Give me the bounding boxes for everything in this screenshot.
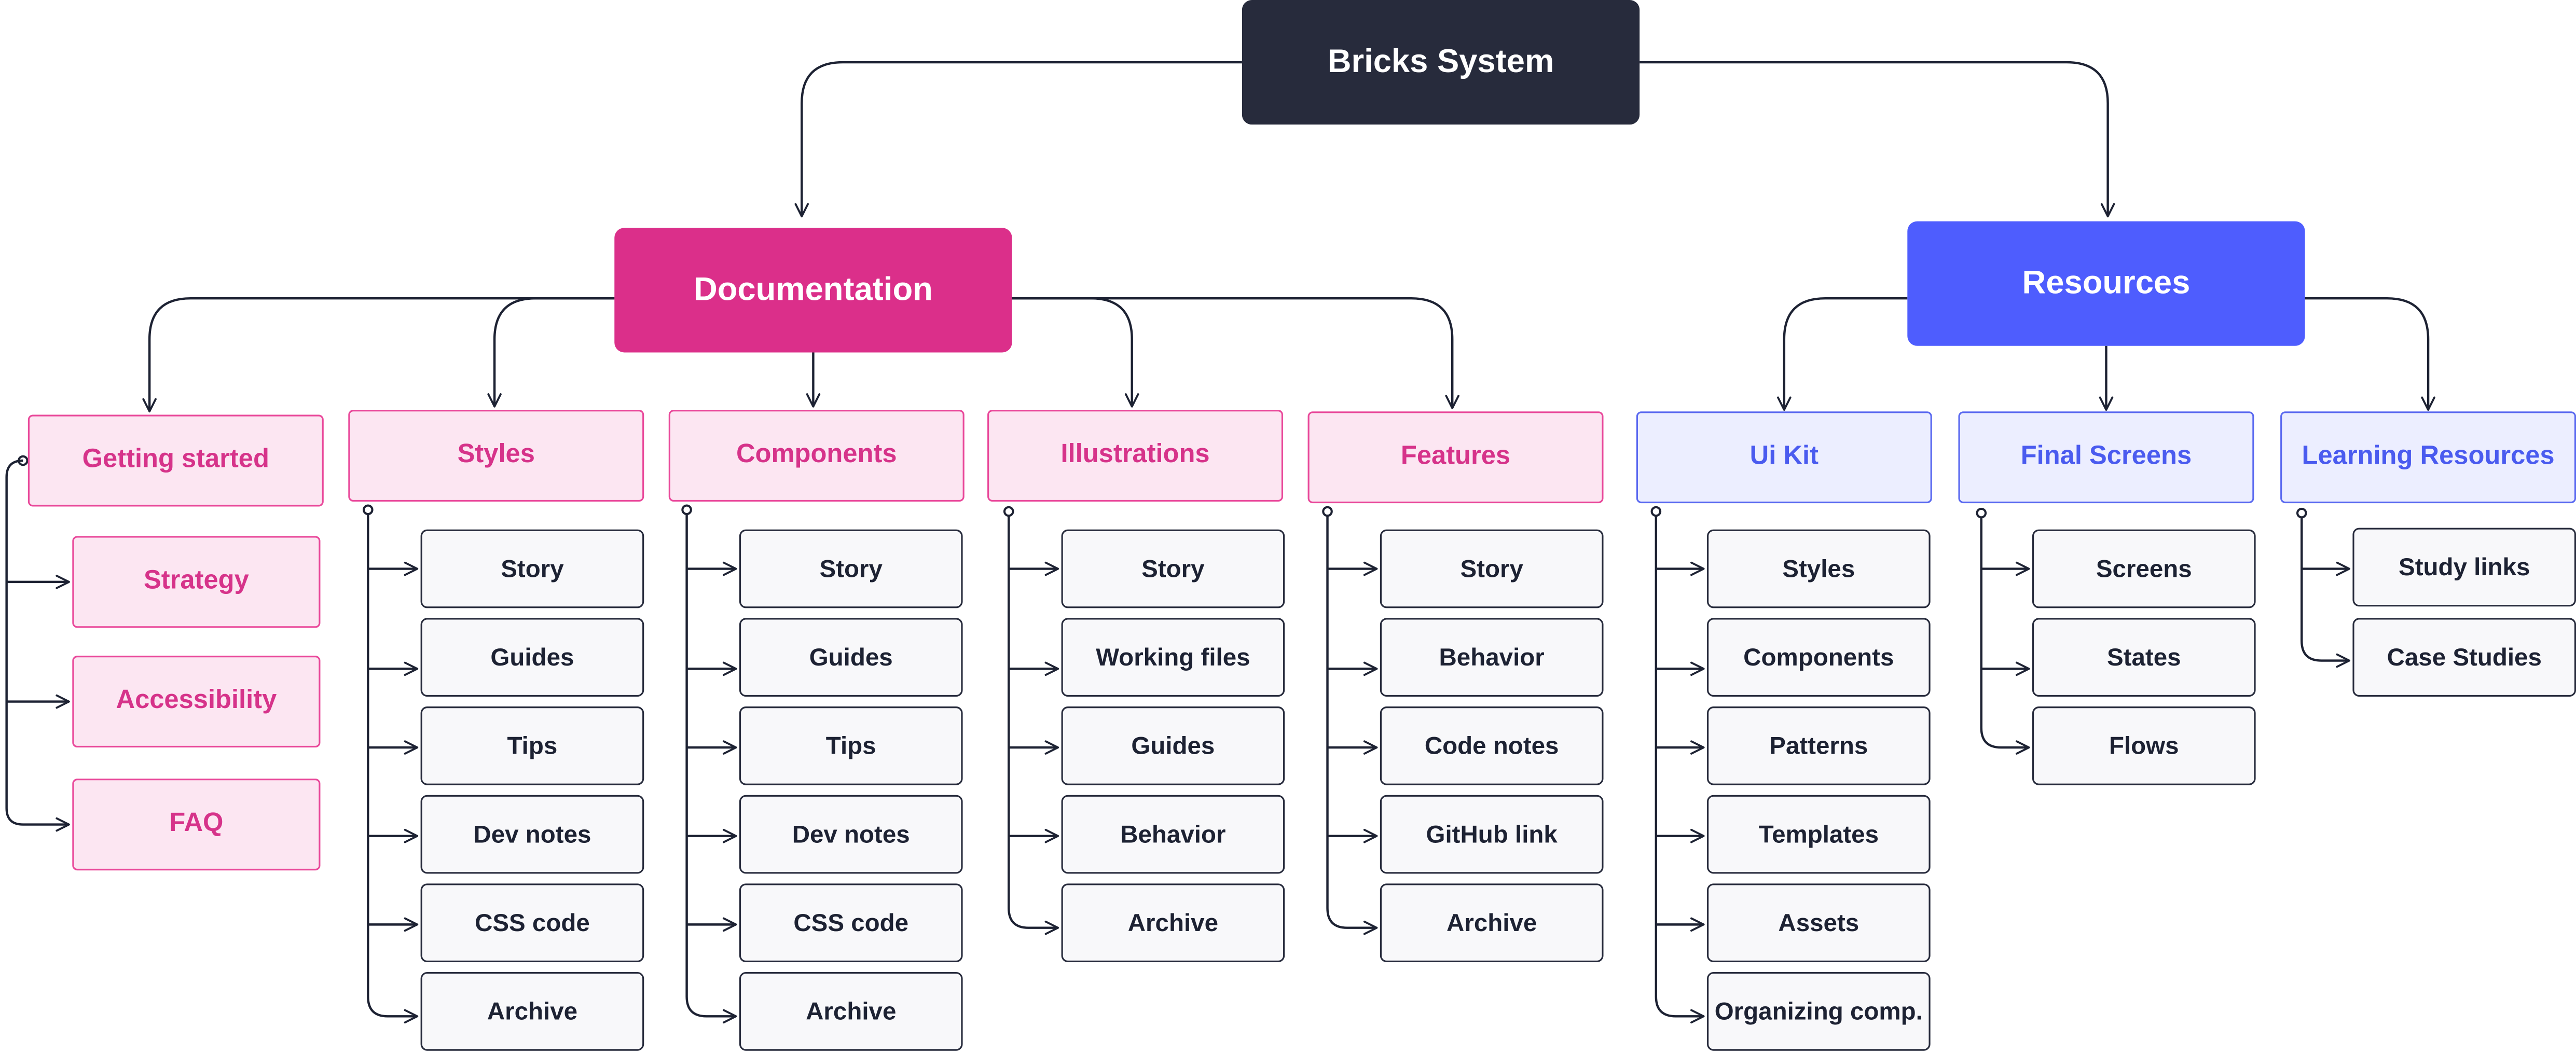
illustrations-archive-node[interactable]: Archive xyxy=(1061,883,1285,963)
documentation-node[interactable]: Documentation xyxy=(614,228,1012,353)
components-guides-node[interactable]: Guides xyxy=(739,618,963,697)
connector-doc-illustrations xyxy=(1012,297,1139,408)
components-tips-node[interactable]: Tips xyxy=(739,706,963,785)
connector-res-learning xyxy=(2305,297,2435,411)
connector-features-dot xyxy=(1322,506,1333,517)
connector-styles-dot xyxy=(363,504,374,516)
faq-node[interactable]: FAQ xyxy=(72,779,321,871)
connector-final-screens-dot xyxy=(1976,507,1987,519)
ui-kit-assets-node[interactable]: Assets xyxy=(1706,883,1931,963)
styles-archive-node[interactable]: Archive xyxy=(420,972,644,1051)
connector-doc-getting-started xyxy=(142,297,615,413)
learning-case-studies-node[interactable]: Case Studies xyxy=(2352,618,2576,697)
connector-styles-spine xyxy=(367,515,419,1024)
illustrations-working-files-node[interactable]: Working files xyxy=(1061,618,1285,697)
ui-kit-organizing-comp-node[interactable]: Organizing comp. xyxy=(1706,972,1931,1051)
components-css-code-node[interactable]: CSS code xyxy=(739,883,963,963)
connector-components-dot xyxy=(681,504,692,516)
strategy-node[interactable]: Strategy xyxy=(72,536,321,628)
ui-kit-components-node[interactable]: Components xyxy=(1706,618,1931,697)
connector-illustrations-dot xyxy=(1003,506,1014,517)
ui-kit-styles-node[interactable]: Styles xyxy=(1706,529,1931,608)
features-story-node[interactable]: Story xyxy=(1380,529,1604,608)
connector-doc-features xyxy=(1012,297,1459,409)
final-screens-states-node[interactable]: States xyxy=(2032,618,2256,697)
connector-root-resources xyxy=(1640,61,2115,218)
final-screens-screens-node[interactable]: Screens xyxy=(2032,529,2256,608)
final-screens-node[interactable]: Final Screens xyxy=(1958,411,2254,504)
resources-node[interactable]: Resources xyxy=(1907,221,2305,346)
styles-story-node[interactable]: Story xyxy=(420,529,644,608)
connector-res-ui-kit xyxy=(1777,297,1908,411)
accessibility-node[interactable]: Accessibility xyxy=(72,656,321,748)
final-screens-flows-node[interactable]: Flows xyxy=(2032,706,2256,785)
ui-kit-templates-node[interactable]: Templates xyxy=(1706,795,1931,874)
connector-learning-dot xyxy=(2296,507,2307,519)
illustrations-node[interactable]: Illustrations xyxy=(987,410,1284,502)
ui-kit-node[interactable]: Ui Kit xyxy=(1636,411,1932,504)
features-behavior-node[interactable]: Behavior xyxy=(1380,618,1604,697)
features-node[interactable]: Features xyxy=(1307,411,1604,504)
connector-learning-spine xyxy=(2301,518,2350,668)
features-code-notes-node[interactable]: Code notes xyxy=(1380,706,1604,785)
styles-dev-notes-node[interactable]: Dev notes xyxy=(420,795,644,874)
learning-study-links-node[interactable]: Study links xyxy=(2352,528,2576,607)
connector-features-spine xyxy=(1326,516,1378,935)
styles-tips-node[interactable]: Tips xyxy=(420,706,644,785)
components-node[interactable]: Components xyxy=(668,410,965,502)
ui-kit-patterns-node[interactable]: Patterns xyxy=(1706,706,1931,785)
connector-final-screens-spine xyxy=(1980,518,2030,755)
styles-css-code-node[interactable]: CSS code xyxy=(420,883,644,963)
features-github-link-node[interactable]: GitHub link xyxy=(1380,795,1604,874)
connector-ui-kit-spine xyxy=(1655,516,1705,1024)
illustrations-story-node[interactable]: Story xyxy=(1061,529,1285,608)
components-story-node[interactable]: Story xyxy=(739,529,963,608)
features-archive-node[interactable]: Archive xyxy=(1380,883,1604,963)
connector-gs-spine xyxy=(5,459,70,832)
learning-resources-node[interactable]: Learning Resources xyxy=(2280,411,2576,504)
connector-root-documentation xyxy=(794,61,1242,218)
root-node[interactable]: Bricks System xyxy=(1242,0,1640,125)
components-archive-node[interactable]: Archive xyxy=(739,972,963,1051)
connector-ui-kit-dot xyxy=(1650,506,1662,517)
getting-started-node[interactable]: Getting started xyxy=(27,414,324,507)
connector-components-spine xyxy=(685,515,737,1024)
connector-doc-styles xyxy=(487,297,615,408)
illustrations-behavior-node[interactable]: Behavior xyxy=(1061,795,1285,874)
components-dev-notes-node[interactable]: Dev notes xyxy=(739,795,963,874)
styles-node[interactable]: Styles xyxy=(348,410,644,502)
illustrations-guides-node[interactable]: Guides xyxy=(1061,706,1285,785)
styles-guides-node[interactable]: Guides xyxy=(420,618,644,697)
connector-illustrations-spine xyxy=(1008,516,1059,935)
